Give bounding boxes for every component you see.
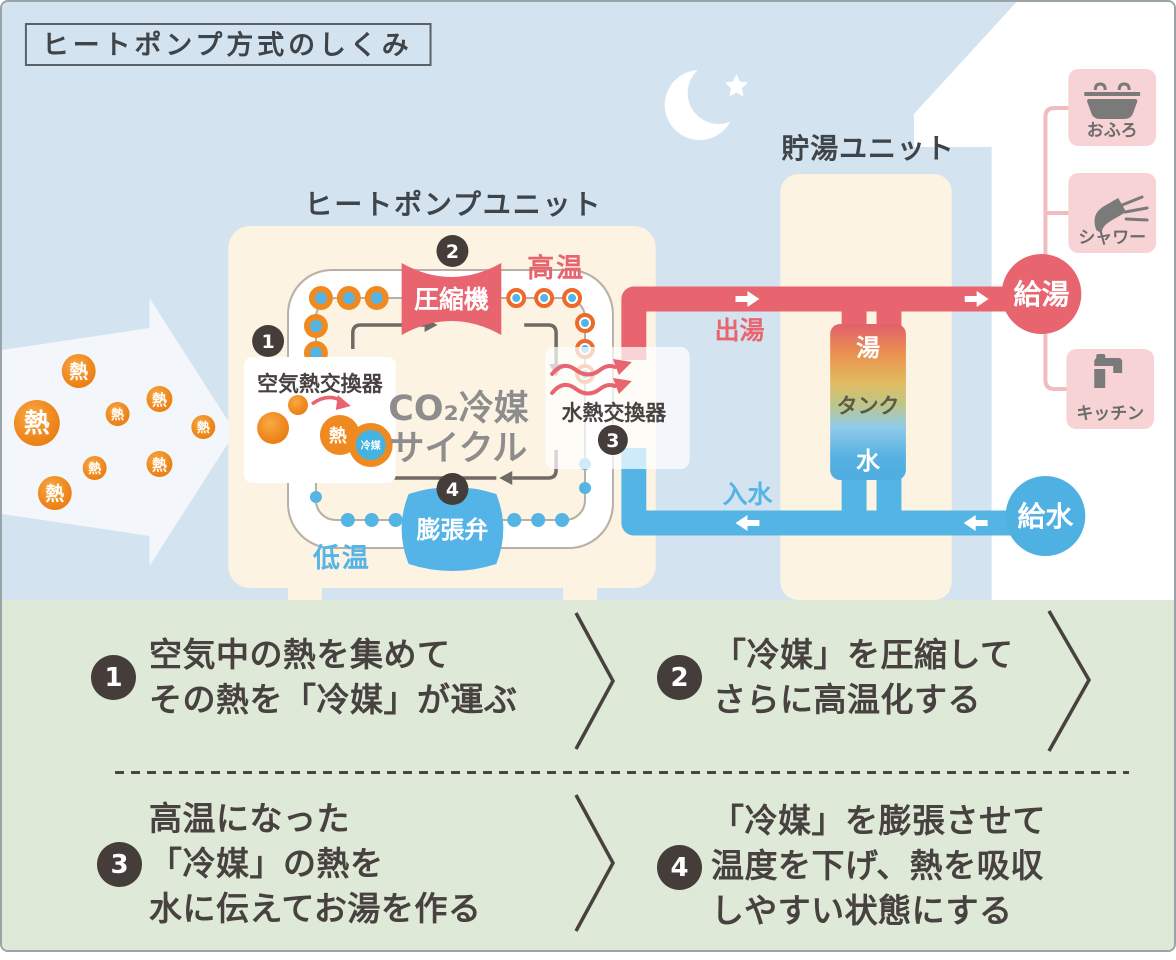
step-2-line-1: 「冷媒」を圧縮して bbox=[713, 635, 1014, 674]
hot-water-pipe bbox=[621, 286, 1042, 360]
svg-text:熱: 熱 bbox=[197, 420, 210, 436]
hot-supply-node: 給湯 bbox=[1001, 254, 1082, 334]
compressor: 圧縮機 bbox=[401, 263, 502, 335]
svg-text:1: 1 bbox=[262, 331, 275, 353]
svg-text:空気熱交換器: 空気熱交換器 bbox=[257, 372, 384, 396]
cold-supply-node: 給水 bbox=[1005, 476, 1086, 556]
air-heat-exchanger: 空気熱交換器 熱 冷媒 1 bbox=[244, 325, 396, 483]
outlet-bath: おふろ bbox=[1068, 69, 1157, 146]
cycle-label: CO₂冷媒 サイクル bbox=[388, 389, 528, 469]
svg-text:圧縮機: 圧縮機 bbox=[414, 285, 489, 314]
svg-text:湯: 湯 bbox=[856, 334, 880, 362]
step-3-line-3: 水に伝えてお湯を作る bbox=[149, 889, 482, 928]
outlet-connectors bbox=[1043, 106, 1071, 391]
step-1-badge: 1 bbox=[91, 655, 136, 700]
shower-icon bbox=[1094, 195, 1149, 234]
svg-text:熱: 熱 bbox=[111, 407, 124, 423]
star-icon bbox=[725, 74, 748, 97]
svg-text:シャワー: シャワー bbox=[1078, 228, 1146, 248]
heat-particles: 熱 熱 熱 熱 熱 熱 熱 熱 bbox=[13, 354, 216, 510]
svg-text:タンク: タンク bbox=[837, 394, 900, 418]
svg-text:熱: 熱 bbox=[45, 482, 64, 505]
step-4-badge: 4 bbox=[657, 845, 702, 890]
step-2-badge: 2 bbox=[657, 655, 702, 700]
steps-panel: 1 空気中の熱を集めて その熱を「冷媒」が運ぶ 2 「冷媒」を圧縮して さらに高… bbox=[2, 600, 1174, 950]
diagram-area: 熱 熱 熱 熱 熱 熱 熱 熱 ヒートポンプ方式のしくみ ヒートポンプユニット … bbox=[2, 2, 1174, 600]
step-3-line-1: 高温になった bbox=[149, 799, 350, 838]
step-1-line-2: その熱を「冷媒」が運ぶ bbox=[149, 680, 518, 719]
svg-text:熱: 熱 bbox=[152, 456, 167, 474]
dashed-separator bbox=[115, 771, 1129, 774]
faucet-icon bbox=[1094, 354, 1123, 388]
step-1-line-1: 空気中の熱を集めて bbox=[149, 635, 451, 674]
cold-in-label: 入水 bbox=[723, 480, 774, 509]
svg-text:熱: 熱 bbox=[329, 425, 347, 447]
page-title: ヒートポンプ方式のしくみ bbox=[42, 29, 413, 61]
svg-text:おふろ: おふろ bbox=[1087, 121, 1138, 141]
heat-wave-arrows bbox=[550, 363, 617, 396]
title-box: ヒートポンプ方式のしくみ bbox=[24, 23, 432, 66]
step-3-line-2: 「冷媒」の熱を bbox=[149, 844, 384, 883]
badge-4: 4 bbox=[436, 473, 469, 505]
hot-out-label: 出湯 bbox=[715, 316, 765, 345]
expansion-valve: 膨張弁 bbox=[401, 487, 504, 571]
svg-text:水: 水 bbox=[856, 447, 881, 475]
water-heat-exchanger: 水熱交換器 3 bbox=[545, 347, 690, 469]
step-3-badge: 3 bbox=[97, 842, 142, 887]
svg-text:水熱交換器: 水熱交換器 bbox=[562, 401, 668, 425]
storage-unit-label: 貯湯ユニット bbox=[781, 132, 954, 165]
pipes bbox=[621, 286, 1046, 536]
svg-text:3: 3 bbox=[606, 430, 619, 452]
flow-arrows bbox=[735, 291, 989, 531]
chevron-step2-out bbox=[1047, 610, 1092, 752]
svg-text:給水: 給水 bbox=[1018, 500, 1075, 533]
step-3-text: 高温になった 「冷媒」の熱を 水に伝えてお湯を作る bbox=[149, 796, 481, 931]
low-temp-label: 低温 bbox=[312, 543, 371, 574]
high-temp-label: 高温 bbox=[527, 252, 585, 284]
svg-text:キッチン: キッチン bbox=[1076, 404, 1144, 424]
outlet-kitchen: キッチン bbox=[1066, 349, 1155, 429]
heat-pump-unit-label: ヒートポンプユニット bbox=[304, 188, 602, 221]
heat-pump-unit-box bbox=[228, 226, 656, 600]
cold-water-pipe bbox=[621, 448, 1046, 536]
chevron-step3-4 bbox=[574, 794, 615, 932]
badge-3: 3 bbox=[597, 425, 628, 455]
svg-text:2: 2 bbox=[446, 241, 459, 263]
step-2-line-2: さらに高温化する bbox=[713, 680, 981, 719]
badge-1: 1 bbox=[252, 325, 285, 357]
svg-text:冷媒: 冷媒 bbox=[361, 439, 382, 452]
svg-text:CO₂冷媒: CO₂冷媒 bbox=[388, 389, 528, 429]
svg-text:熱: 熱 bbox=[152, 391, 167, 409]
moon-icon bbox=[664, 62, 750, 140]
step-4-line-3: しやすい状態にする bbox=[711, 891, 1013, 930]
svg-text:熱: 熱 bbox=[69, 360, 88, 383]
svg-text:サイクル: サイクル bbox=[390, 429, 528, 469]
chevron-step1-2 bbox=[574, 612, 615, 750]
step-4-line-1: 「冷媒」を膨張させて bbox=[711, 801, 1046, 840]
badge-2: 2 bbox=[436, 235, 469, 267]
outlet-shower: シャワー bbox=[1068, 173, 1157, 253]
svg-text:4: 4 bbox=[446, 479, 459, 501]
svg-text:熱: 熱 bbox=[24, 409, 50, 439]
svg-text:給湯: 給湯 bbox=[1014, 278, 1070, 311]
storage-tank: 湯 タンク 水 bbox=[830, 324, 906, 480]
bathtub-icon bbox=[1084, 82, 1141, 119]
step-1-text: 空気中の熱を集めて その熱を「冷媒」が運ぶ bbox=[149, 632, 518, 722]
step-2-text: 「冷媒」を圧縮して さらに高温化する bbox=[713, 632, 1014, 722]
step-4-line-2: 温度を下げ、熱を吸収 bbox=[711, 846, 1044, 885]
svg-text:膨張弁: 膨張弁 bbox=[416, 516, 489, 544]
svg-text:熱: 熱 bbox=[88, 461, 101, 477]
step-4-text: 「冷媒」を膨張させて 温度を下げ、熱を吸収 しやすい状態にする bbox=[711, 798, 1046, 933]
